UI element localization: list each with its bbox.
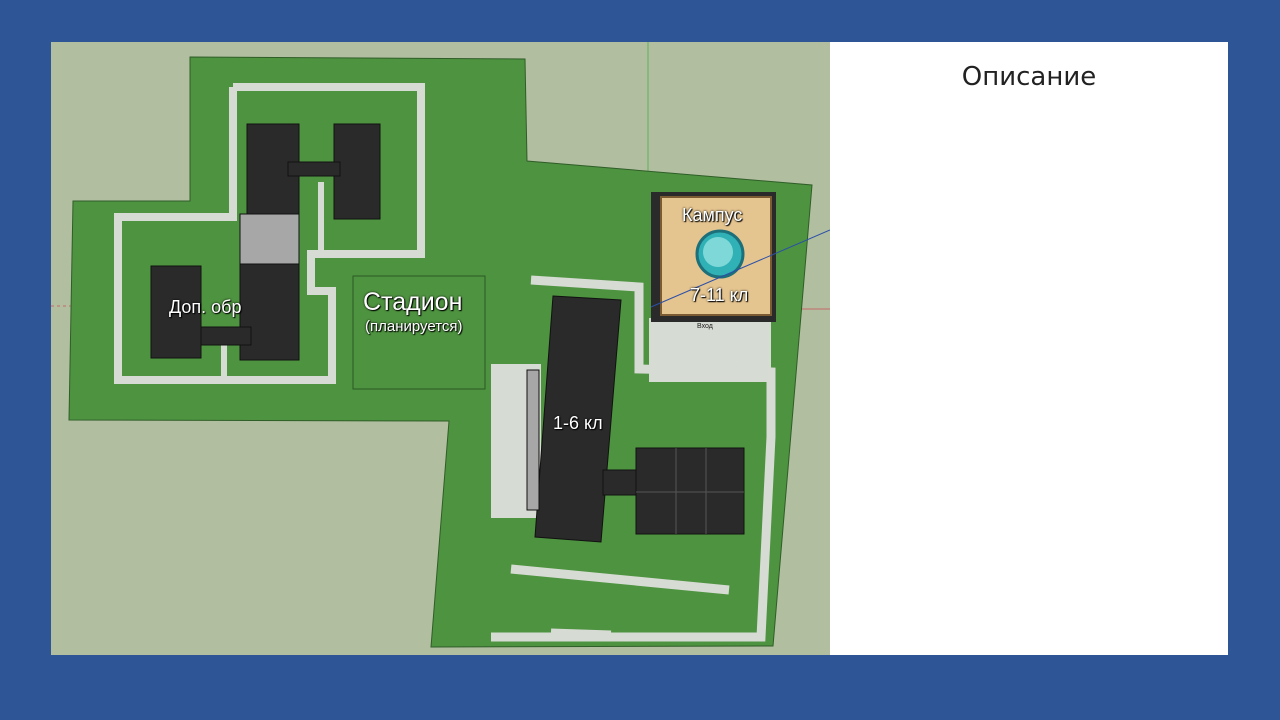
building-main bbox=[526, 295, 745, 543]
description-panel: Описание bbox=[830, 42, 1228, 655]
label-campus: Кампус bbox=[682, 205, 743, 225]
path-west-outer bbox=[114, 83, 425, 384]
stadium-area bbox=[352, 275, 486, 390]
path-south-1 bbox=[510, 564, 730, 595]
path-east bbox=[491, 275, 776, 642]
site-plan-image: Доп. обр Стадион (планируется) Кампус 7-… bbox=[51, 42, 830, 655]
site-plan-drawing bbox=[51, 42, 830, 648]
label-stadium-note: (планируется) bbox=[365, 318, 463, 335]
label-additional-education: Доп. обр bbox=[169, 297, 242, 317]
path-south-2 bbox=[550, 628, 612, 638]
description-title: Описание bbox=[961, 62, 1097, 92]
building-campus bbox=[650, 192, 830, 322]
label-campus-grades: 7-11 кл bbox=[690, 285, 749, 305]
building-west bbox=[150, 123, 381, 361]
label-entrance: Вход bbox=[697, 323, 713, 330]
label-stadium: Стадион bbox=[363, 288, 463, 316]
label-main-building-grades: 1-6 кл bbox=[553, 413, 603, 433]
